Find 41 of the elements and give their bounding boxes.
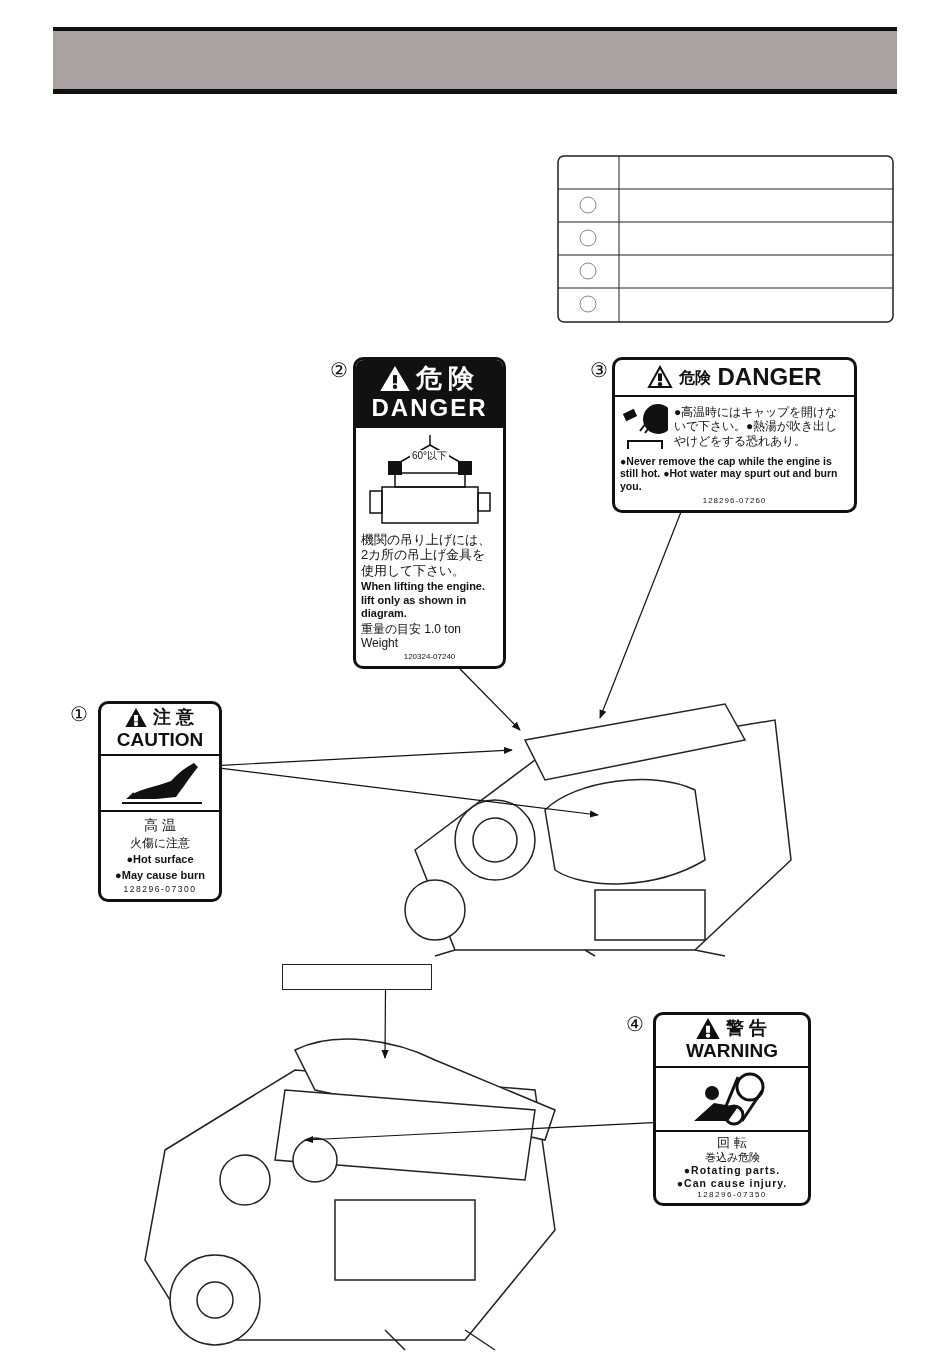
label-heading: DANGER xyxy=(371,394,488,423)
blank-label-box xyxy=(282,964,432,990)
japanese-heading: 危険 xyxy=(415,363,480,395)
japanese-heading: 危険 xyxy=(679,367,712,387)
danger-label xyxy=(612,357,857,513)
part-number: 128296-07300 xyxy=(123,884,197,895)
callout-number: ② xyxy=(330,360,348,380)
callout-number: ③ xyxy=(590,360,608,380)
japanese-warning: 巻込み危険 xyxy=(704,1150,760,1165)
japanese-warning: 火傷に注意 xyxy=(130,836,190,851)
instruction-text: When lifting the engine. lift only as shown in diagram. xyxy=(361,580,487,621)
warning-text: ●Can cause injury. xyxy=(676,1177,788,1190)
instruction-text: ●Never remove the cap while the engine is still hot. ●Hot water may spurt out and burn you. xyxy=(620,454,839,493)
leader-arrow xyxy=(304,1122,654,1144)
leader-arrow xyxy=(381,989,389,1059)
japanese-heading: 回 転 xyxy=(717,1134,747,1151)
warning-text: ●May cause burn xyxy=(115,868,205,882)
angle-note: 60°以下 xyxy=(410,450,450,462)
warning-label xyxy=(653,1012,811,1206)
danger-label xyxy=(353,357,506,669)
japanese-heading: 高 温 xyxy=(144,816,176,834)
label-heading: WARNING xyxy=(686,1040,778,1063)
warning-text: ●Hot surface xyxy=(126,853,194,867)
japanese-instruction: ●高温時にはキャップを開けないで下さい。●熱湯が吹き出しやけどをする恐れあり。 xyxy=(674,404,839,448)
leader-arrow xyxy=(599,512,682,719)
part-number: 128296-07260 xyxy=(702,495,767,506)
part-number: 120324-07240 xyxy=(403,652,456,663)
callout-number: ④ xyxy=(626,1014,644,1034)
weight-note: 重量の目安 1.0 ton Weight xyxy=(361,621,463,651)
warning-text: ●Rotating parts. xyxy=(683,1164,781,1177)
leader-arrow xyxy=(221,746,513,766)
japanese-heading: 注 意 xyxy=(153,707,195,729)
callout-number: ① xyxy=(70,704,88,724)
japanese-heading: 警 告 xyxy=(726,1018,768,1040)
label-heading: DANGER xyxy=(717,363,822,392)
caution-label xyxy=(98,701,222,902)
label-heading: CAUTION xyxy=(116,728,204,752)
part-number: 128296-07350 xyxy=(697,1190,767,1200)
leader-arrow xyxy=(221,767,599,818)
leader-arrow xyxy=(459,668,521,731)
japanese-instruction: 機関の吊り上げには、2カ所の吊上げ金具を使用して下さい。 xyxy=(361,531,492,579)
